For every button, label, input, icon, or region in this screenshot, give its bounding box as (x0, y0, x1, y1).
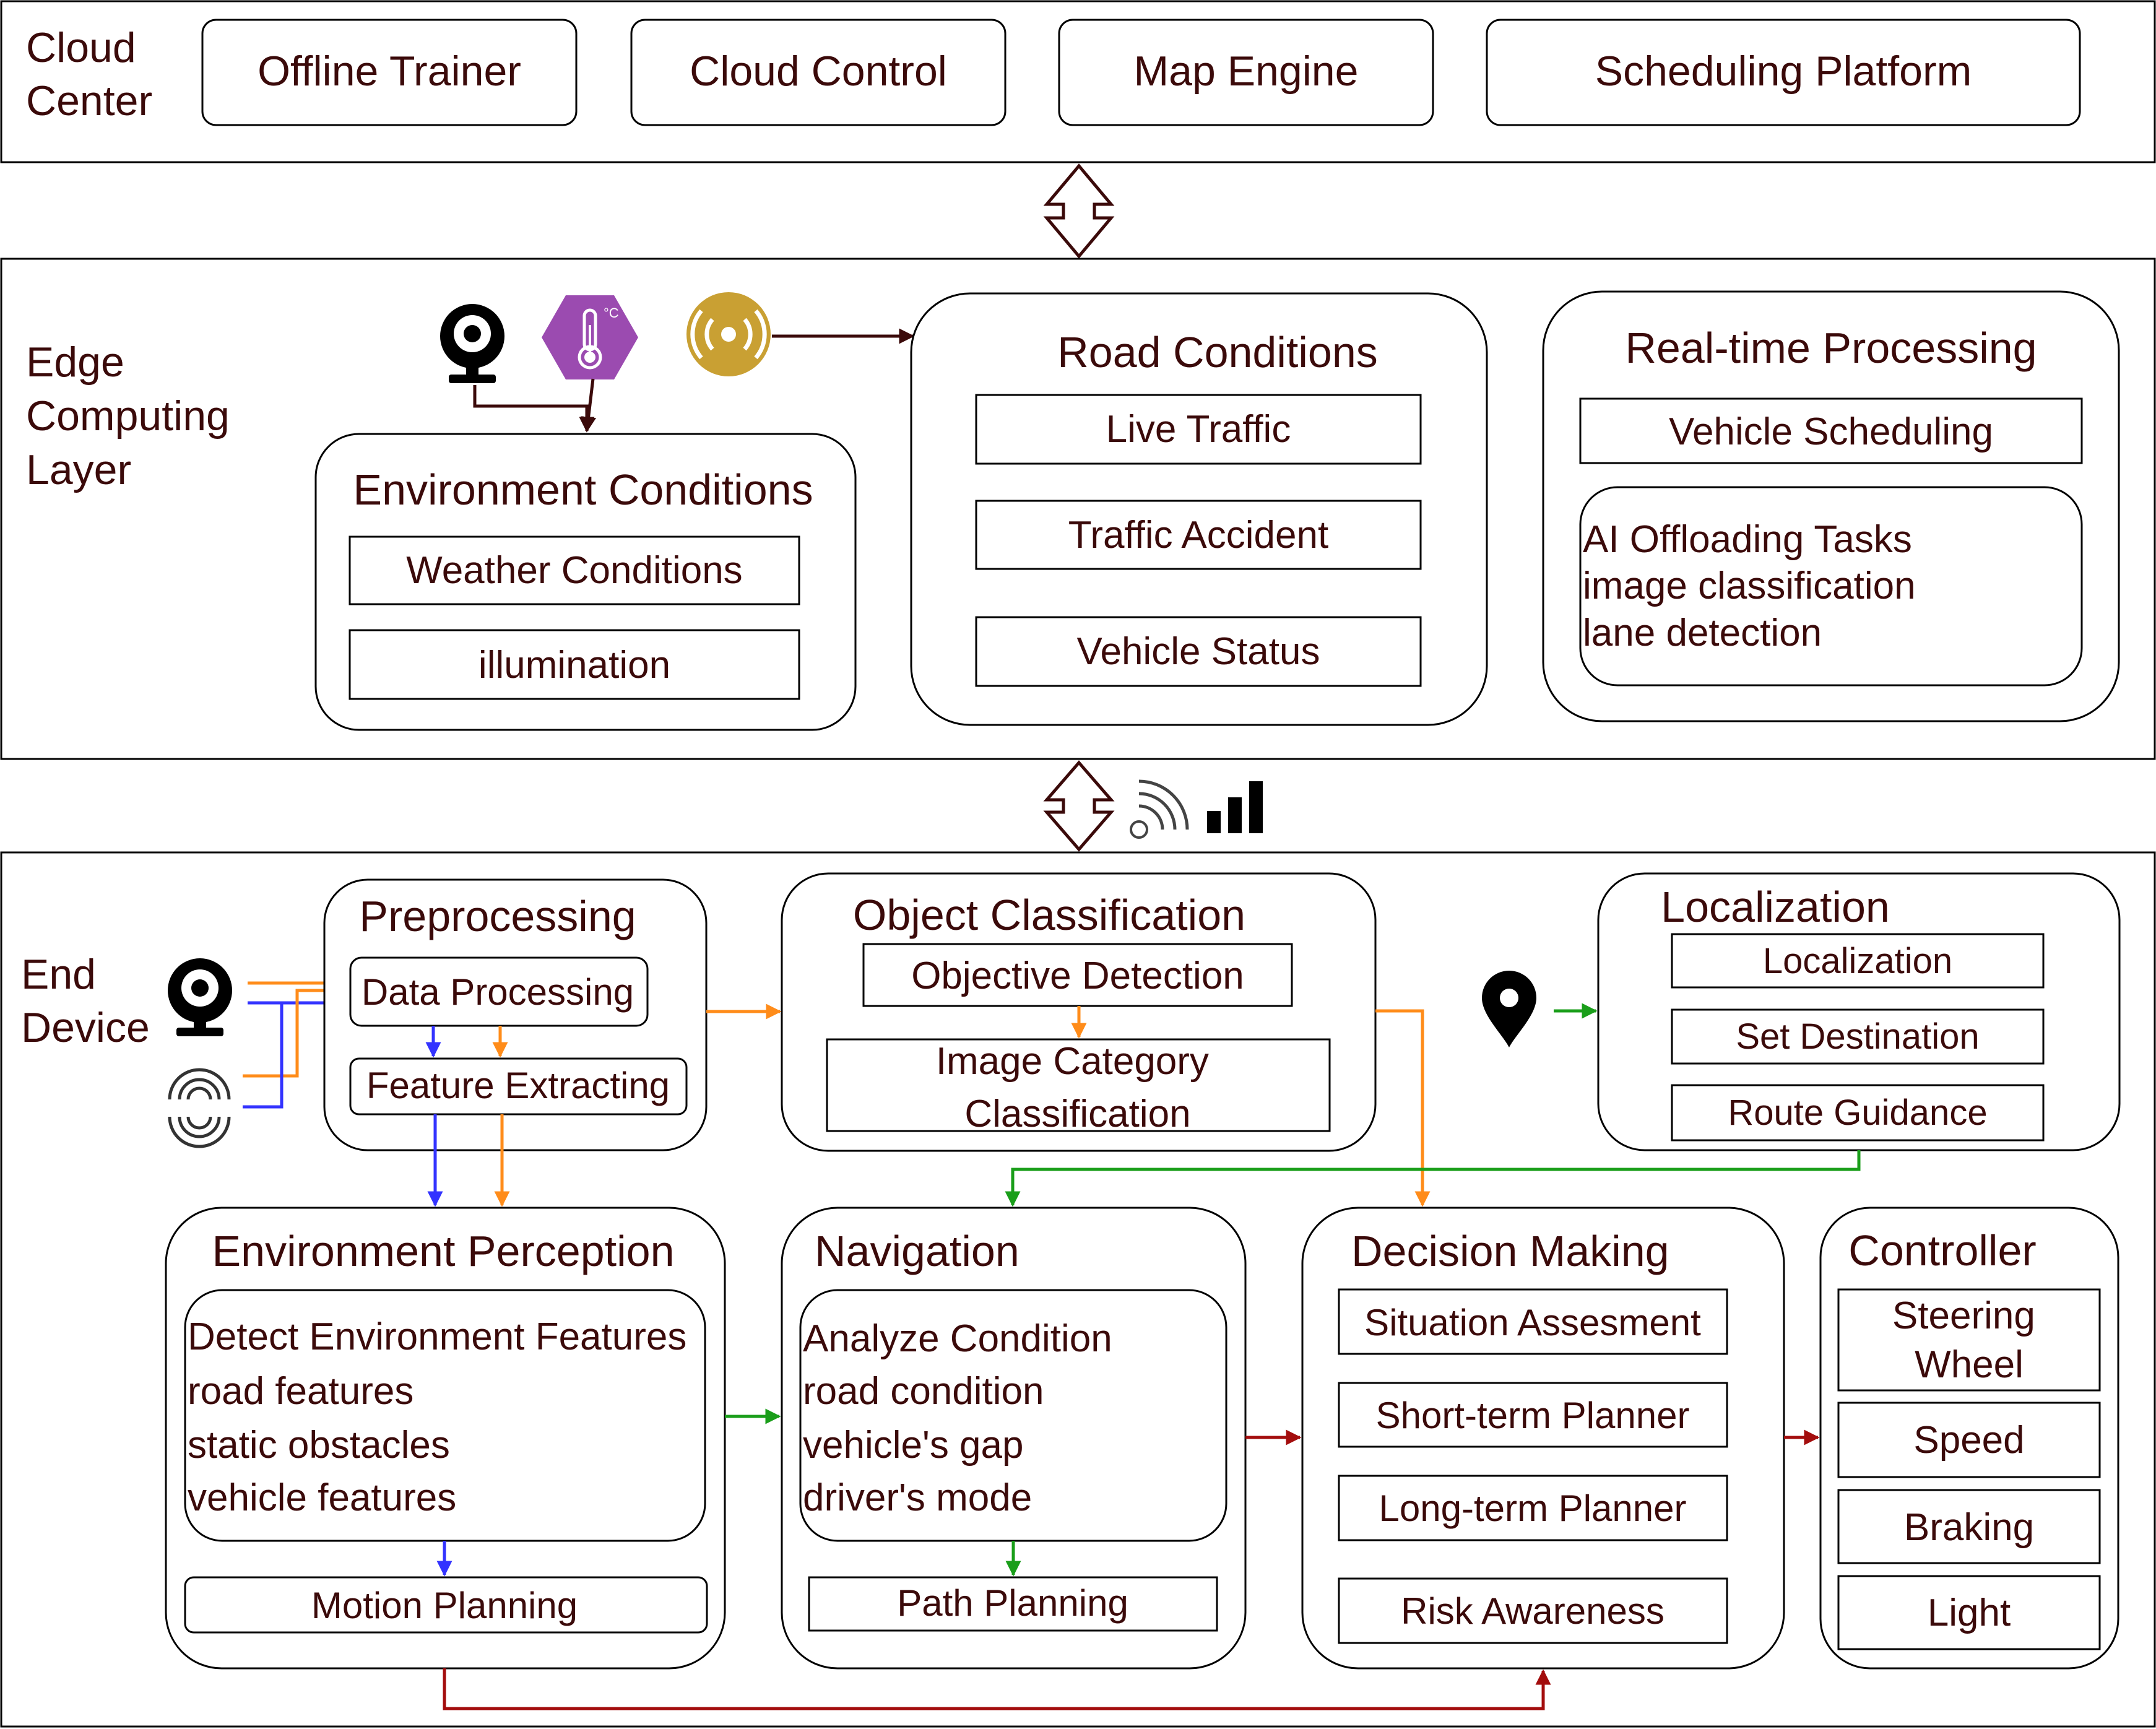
environment-conditions-title: Environment Conditions (353, 466, 813, 514)
vehicle-scheduling-box (1579, 397, 2083, 464)
controller-title: Controller (1848, 1226, 2036, 1275)
location-pin-icon (1482, 971, 1536, 1047)
offline-trainer-label: Offline Trainer (258, 48, 521, 95)
double-arrow-icon (1043, 760, 1115, 852)
ai-offloading-text: AI Offloading Tasks image classification… (1583, 518, 1926, 654)
path-planning-label: Path Planning (897, 1582, 1128, 1624)
steering-wheel-label: Steering Wheel (1892, 1294, 2046, 1386)
motion-planning-label: Motion Planning (311, 1585, 578, 1626)
edge-computing-layer: Edge Computing Layer °C (0, 258, 2156, 760)
risk-awareness-box (1338, 1577, 1728, 1644)
cloud-control-box: Cloud Control (630, 19, 1007, 126)
objective-detection-label: Objective Detection (911, 955, 1244, 997)
realtime-processing-title: Real-time Processing (1625, 324, 2037, 372)
map-engine-label: Map Engine (1134, 48, 1359, 95)
object-to-decision-arrow (1375, 1009, 1431, 1207)
weather-conditions-label: Weather Conditions (406, 549, 742, 592)
braking-label: Braking (1904, 1506, 2034, 1549)
thermometer-icon: °C (542, 295, 638, 379)
object-classification-title: Object Classification (853, 891, 1245, 939)
vehicle-status-box (975, 616, 1422, 687)
localization-title: Localization (1661, 883, 1890, 931)
double-arrow-icon (1043, 163, 1115, 259)
road-conditions-title: Road Conditions (1057, 328, 1378, 376)
risk-awareness-label: Risk Awareness (1401, 1590, 1665, 1632)
localization-item-label: Localization (1763, 941, 1952, 981)
feature-extracting-label: Feature Extracting (366, 1065, 670, 1106)
light-box (1837, 1575, 2101, 1650)
cloud-layer-label: Cloud Center (26, 24, 152, 124)
localization-item-box (1671, 933, 2045, 989)
illumination-label: illumination (478, 644, 670, 687)
situation-assessment-label: Situation Assesment (1364, 1302, 1701, 1343)
scheduling-platform-box: Scheduling Platform (1486, 19, 2081, 126)
lidar-sensor-icon (168, 1068, 231, 1148)
lidar-blue-arrow (243, 1003, 284, 1109)
environment-perception-title: Environment Perception (212, 1227, 674, 1275)
route-guidance-label: Route Guidance (1728, 1093, 1987, 1133)
localization-to-navigation-arrow (1005, 1150, 1861, 1207)
analyze-condition-text: Analyze Condition road condition vehicle… (803, 1317, 1123, 1519)
ai-offloading-box (1579, 486, 2083, 687)
traffic-accident-label: Traffic Accident (1068, 514, 1328, 557)
thermometer-to-environment-arrow (581, 378, 597, 433)
edge-layer-label: Edge Computing Layer (26, 339, 241, 493)
data-processing-label: Data Processing (361, 971, 634, 1013)
navigation-box: Navigation Analyze Condition road condit… (781, 1207, 1247, 1670)
short-term-planner-box (1338, 1382, 1728, 1448)
cloud-center-layer: Cloud Center Offline Trainer Cloud Contr… (0, 0, 2156, 163)
localization-box: Localization Localization Set Destinatio… (1597, 872, 2121, 1151)
motion-planning-box (184, 1576, 708, 1634)
webcam-icon (168, 958, 232, 1036)
traffic-accident-box (975, 500, 1422, 570)
svg-text:°C: °C (604, 305, 619, 321)
live-traffic-box (975, 394, 1422, 465)
antenna-icon (686, 292, 771, 376)
detect-features-text: Detect Environment Features road feature… (188, 1315, 698, 1519)
long-term-planner-box (1338, 1475, 1728, 1541)
objective-detection-box (862, 943, 1293, 1007)
wireless-signal-icon (1130, 779, 1189, 839)
webcam-icon (440, 304, 504, 383)
situation-assessment-box (1338, 1288, 1728, 1355)
decision-making-box: Decision Making Situation Assesment Shor… (1301, 1207, 1785, 1670)
speed-box (1837, 1402, 2101, 1478)
preprocessing-title: Preprocessing (359, 892, 636, 940)
environment-conditions-box: Environment Conditions Weather Condition… (314, 433, 857, 731)
long-term-planner-label: Long-term Planner (1379, 1488, 1687, 1529)
perception-to-decision-arrow (443, 1668, 1551, 1710)
end-device-layer: End Device Preprocessing (0, 851, 2156, 1728)
steering-wheel-box (1837, 1288, 2101, 1392)
illumination-box (349, 629, 800, 700)
set-destination-label: Set Destination (1736, 1016, 1979, 1057)
set-destination-box (1671, 1008, 2045, 1065)
light-label: Light (1928, 1592, 2011, 1634)
signal-bars-icon (1207, 781, 1263, 833)
offline-trainer-box: Offline Trainer (201, 19, 578, 126)
scheduling-platform-label: Scheduling Platform (1595, 48, 1972, 95)
controller-box: Controller Steering Wheel Speed Braking … (1819, 1207, 2119, 1670)
image-category-box (826, 1038, 1331, 1132)
feature-extracting-box (349, 1057, 688, 1116)
road-conditions-box: Road Conditions Live Traffic Traffic Acc… (910, 292, 1488, 726)
weather-conditions-box (349, 535, 800, 605)
decision-making-title: Decision Making (1351, 1227, 1669, 1275)
environment-perception-box: Environment Perception Detect Environmen… (165, 1207, 726, 1670)
vehicle-status-label: Vehicle Status (1077, 630, 1320, 673)
live-traffic-label: Live Traffic (1106, 408, 1291, 451)
short-term-planner-label: Short-term Planner (1376, 1395, 1690, 1436)
end-layer-label: End Device (21, 951, 150, 1051)
preprocessing-box: Preprocessing Data Processing Feature Ex… (323, 878, 708, 1151)
map-engine-box: Map Engine (1058, 19, 1434, 126)
navigation-title: Navigation (815, 1227, 1020, 1275)
image-category-label: Image Category Classification (936, 1040, 1219, 1135)
route-guidance-box (1671, 1084, 2045, 1142)
cloud-control-label: Cloud Control (690, 48, 947, 95)
realtime-processing-box: Real-time Processing Vehicle Scheduling … (1542, 290, 2120, 722)
path-planning-box (808, 1576, 1218, 1632)
braking-box (1837, 1489, 2101, 1564)
vehicle-scheduling-label: Vehicle Scheduling (1669, 410, 1993, 453)
speed-label: Speed (1913, 1419, 2024, 1462)
